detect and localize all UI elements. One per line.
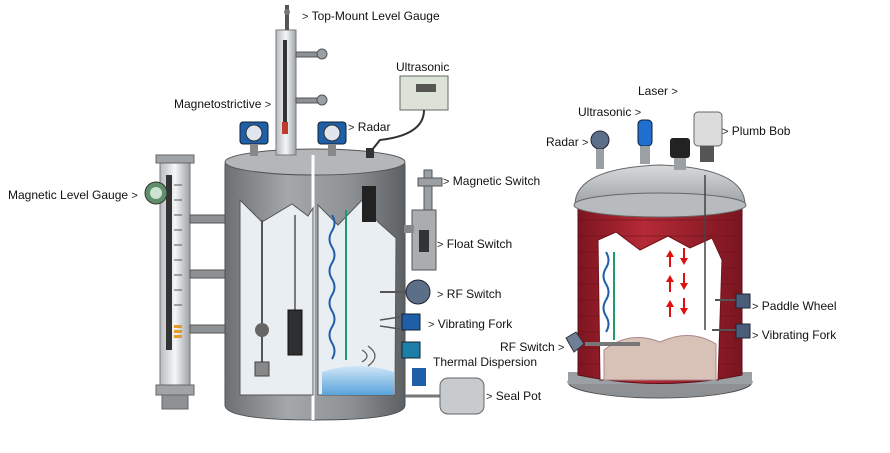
label-laser: Laser > [638,84,678,98]
laser-sensor [670,138,690,170]
label-radar-right: Radar > [546,135,589,149]
vibrating-fork-right [712,323,751,339]
rf-switch-right [565,331,640,353]
label-magnetostrictive: Magnetostrictive > [174,97,272,111]
label-plumb-bob: > Plumb Bob [722,124,791,138]
ultrasonic-unit [366,75,449,158]
left-tank [144,5,485,421]
label-float-switch: > Float Switch [437,237,513,251]
ultrasonic-sensor [637,119,653,164]
magnetic-level-gauge [144,154,227,410]
top-mount-level-gauge [275,5,328,156]
rf-switch [380,279,431,305]
label-vibrating-fork-left: > Vibrating Fork [428,317,513,331]
label-magnetic-switch: > Magnetic Switch [443,174,541,188]
vibrating-fork [379,313,421,331]
label-top-mount-level-gauge: > Top-Mount Level Gauge [302,9,440,23]
thermal-dispersion [401,341,421,359]
paddle-wheel [715,293,751,309]
float-switch [404,209,437,271]
label-seal-pot: > Seal Pot [486,389,542,403]
label-rf-switch-right: RF Switch > [500,340,565,354]
label-ultrasonic-left: Ultrasonic [396,60,450,74]
plumb-bob-unit [693,111,723,162]
magnetostrictive-transmitter [239,121,269,156]
magnetic-switch [417,169,443,211]
label-radar-left: > Radar [348,120,391,134]
label-vibrating-fork-right: > Vibrating Fork [752,328,837,342]
label-rf-switch-left: > RF Switch [437,287,502,301]
label-paddle-wheel: > Paddle Wheel [752,299,837,313]
label-magnetic-level-gauge: Magnetic Level Gauge > [8,188,138,202]
label-thermal-dispersion: Thermal Dispersion [433,355,538,369]
seal-pot [405,368,485,415]
label-ultrasonic-right: Ultrasonic > [578,105,642,119]
radar-transmitter [317,121,347,156]
radar-sensor [590,130,610,169]
right-tank [565,111,753,399]
